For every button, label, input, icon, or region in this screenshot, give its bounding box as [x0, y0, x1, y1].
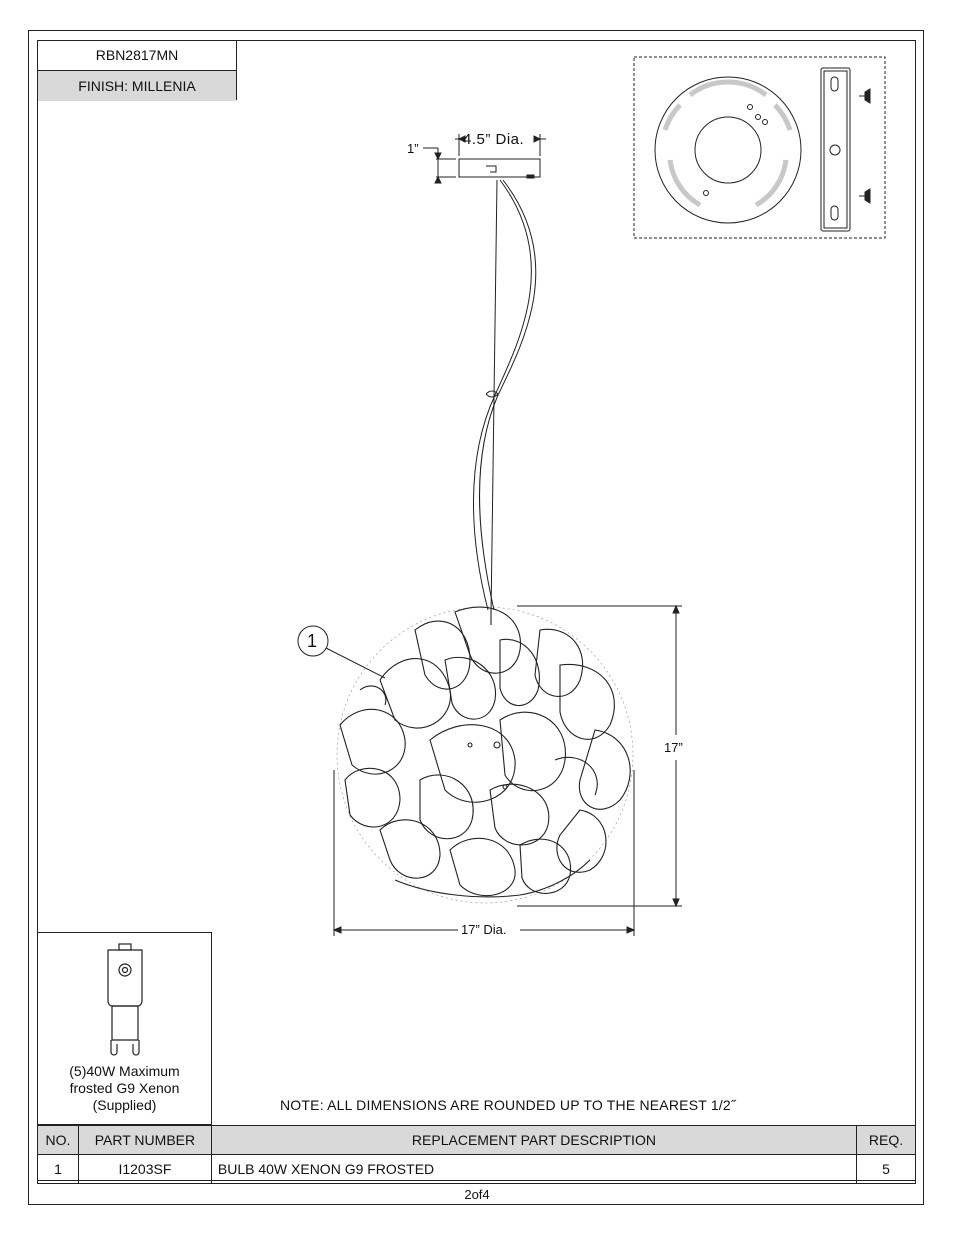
col-no: NO. — [37, 1125, 79, 1155]
parts-table: NO. PART NUMBER REPLACEMENT PART DESCRIP… — [37, 1125, 917, 1184]
height-dimension — [517, 604, 682, 908]
bulb-caption: (5)40W Maximum frosted G9 Xenon (Supplie… — [37, 1063, 212, 1114]
suspension-cables — [473, 179, 537, 616]
canopy-diameter-label: 4.5” Dia. — [463, 131, 525, 148]
finish-label: FINISH: MILLENIA — [38, 71, 236, 101]
cell-req: 5 — [855, 1154, 917, 1184]
title-block: RBN2817MN FINISH: MILLENIA — [37, 40, 237, 101]
bulb-caption-line2: frosted G9 Xenon — [69, 1080, 180, 1096]
cell-description: BULB 40W XENON G9 FROSTED — [210, 1154, 857, 1184]
ribbon-globe — [336, 606, 634, 904]
page-number: 2of4 — [464, 1187, 490, 1202]
table-row: 1 I1203SF BULB 40W XENON G9 FROSTED 5 — [37, 1154, 917, 1184]
cell-no: 1 — [37, 1154, 79, 1184]
callout-number: 1 — [307, 631, 318, 651]
fixture-diameter-label: 17” Dia. — [461, 922, 507, 937]
bulb-panel: (5)40W Maximum frosted G9 Xenon (Supplie… — [37, 932, 212, 1125]
canopy-height-label: 1” — [407, 141, 419, 156]
bulb-caption-line1: (5)40W Maximum — [69, 1063, 180, 1079]
mounting-plate-detail — [633, 56, 886, 239]
bulb-caption-line3: (Supplied) — [92, 1097, 157, 1113]
col-description: REPLACEMENT PART DESCRIPTION — [210, 1125, 857, 1155]
g9-bulb-icon — [107, 943, 143, 1056]
dimension-note: NOTE: ALL DIMENSIONS ARE ROUNDED UP TO T… — [280, 1097, 736, 1113]
outer-frame — [28, 30, 924, 1205]
canopy — [423, 134, 546, 184]
width-dimension — [332, 770, 636, 936]
callout-leader — [297, 625, 386, 679]
col-req: REQ. — [855, 1125, 917, 1155]
fixture-height-label: 17” — [664, 740, 683, 755]
col-part-number: PART NUMBER — [77, 1125, 212, 1155]
cell-part-number: I1203SF — [77, 1154, 212, 1184]
model-number: RBN2817MN — [38, 41, 236, 71]
parts-table-header: NO. PART NUMBER REPLACEMENT PART DESCRIP… — [37, 1125, 917, 1155]
